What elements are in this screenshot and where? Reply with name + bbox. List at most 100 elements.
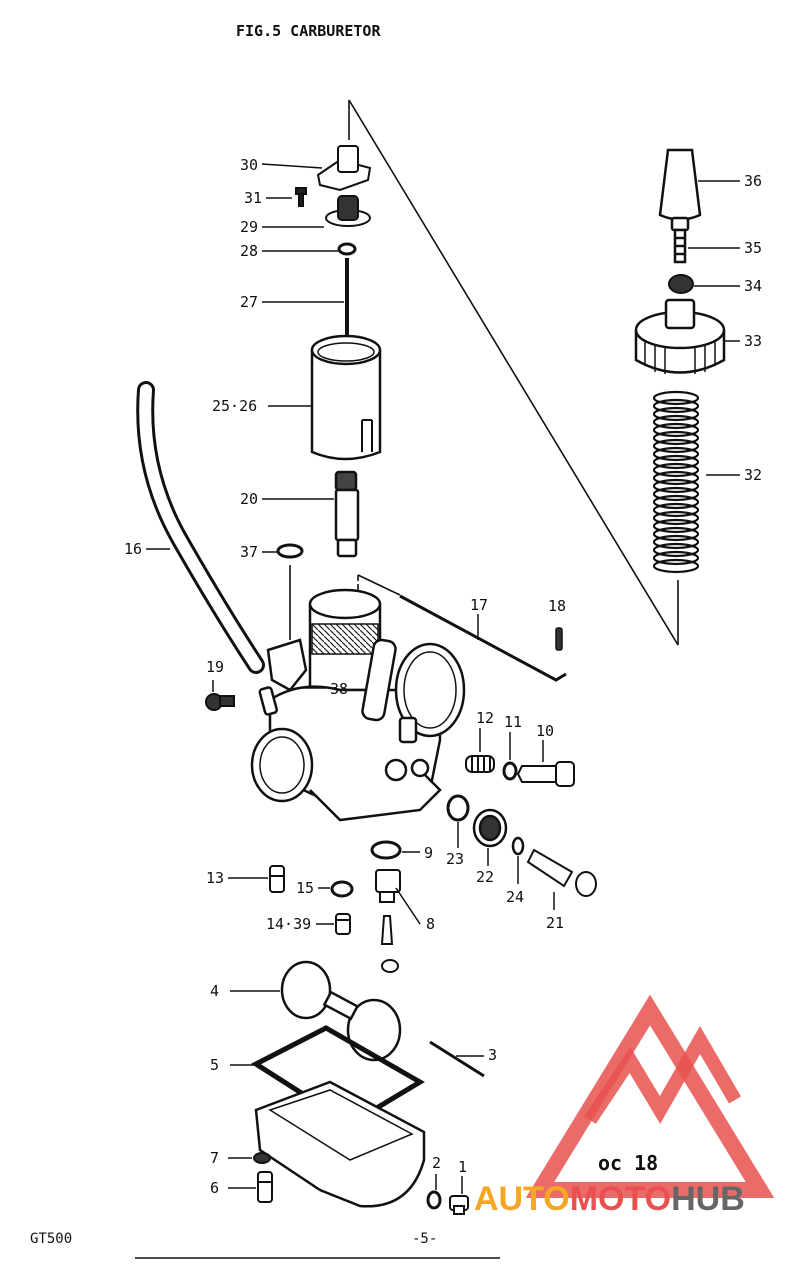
stamp-text: oc 18: [598, 1151, 658, 1175]
spring-coil: [652, 406, 700, 422]
callout-36: 36: [744, 172, 762, 190]
callout-2: 2: [432, 1154, 441, 1172]
callout-29: 29: [240, 218, 258, 236]
part-16-hose: [136, 381, 265, 674]
part-8-float-valve: [375, 869, 401, 973]
part-33-chamber-cap: [634, 298, 726, 374]
part-32-spring: [652, 390, 700, 574]
callout-18: 18: [548, 597, 566, 615]
spring-coil: [652, 478, 700, 494]
callout-33: 33: [744, 332, 762, 350]
callout-11: 11: [504, 713, 522, 731]
callout-35: 35: [744, 239, 762, 257]
part-7-washer: [253, 1152, 271, 1164]
callout-23: 23: [446, 850, 464, 868]
footer-page-number: -5-: [412, 1231, 437, 1247]
callout-28: 28: [240, 242, 258, 260]
callout-32: 32: [744, 466, 762, 484]
part-9-washer: [370, 840, 402, 860]
carburetor-body: [250, 588, 466, 822]
spring-coil: [652, 414, 700, 430]
callout-7: 7: [210, 1149, 219, 1167]
float-bowl: [254, 1080, 426, 1208]
callout-13: 13: [206, 869, 224, 887]
callout-8: 8: [426, 915, 435, 933]
spring-coil: [652, 502, 700, 518]
part-11-o-ring: [502, 761, 518, 781]
spring-coil: [652, 494, 700, 510]
spring-coil: [652, 486, 700, 502]
spring-coil: [652, 518, 700, 534]
spring-coil: [652, 422, 700, 438]
part-30-top-cap: [316, 145, 372, 192]
callout-5: 5: [210, 1056, 219, 1074]
callout-15: 15: [296, 879, 314, 897]
part-28-clip: [337, 242, 357, 256]
spring-coil: [652, 542, 700, 558]
part-15-washer: [330, 880, 354, 898]
callout-21: 21: [546, 914, 564, 932]
callout-16: 16: [124, 540, 142, 558]
part-31-screw: [295, 187, 307, 207]
part-13-fitting: [269, 865, 285, 893]
spring-coil: [652, 558, 700, 574]
part-19-screw: [205, 693, 235, 711]
callout-10: 10: [536, 722, 554, 740]
part-23-cap: [446, 794, 470, 822]
footer-model: GT500: [30, 1231, 72, 1247]
part-6-screw: [257, 1171, 273, 1203]
spring-coil: [652, 510, 700, 526]
part-36-rubber-cap: [658, 148, 702, 221]
part-18-pin: [555, 627, 563, 651]
part-29-adjuster: [325, 195, 371, 227]
spring-coil: [652, 438, 700, 454]
callout-1439: 14·39: [266, 915, 311, 933]
part-22-spring: [472, 808, 508, 848]
callout-27: 27: [240, 293, 258, 311]
part-17-rod: [399, 594, 567, 682]
watermark-auto: AUTO: [474, 1180, 570, 1218]
spring-coil: [652, 534, 700, 550]
callout-19: 19: [206, 658, 224, 676]
spring-coil: [652, 390, 700, 406]
callout-24: 24: [506, 888, 524, 906]
callout-4: 4: [210, 982, 219, 1000]
part-24-o-ring: [511, 836, 525, 856]
part-20-needle-jet: [334, 470, 360, 558]
part-10-idle-screw: [516, 761, 575, 787]
callout-1: 1: [458, 1158, 467, 1176]
spring-coil: [652, 430, 700, 446]
spring-coil: [652, 446, 700, 462]
callout-2526: 25·26: [212, 397, 257, 415]
spring-coil: [652, 526, 700, 542]
spring-coil: [652, 398, 700, 414]
part-1-drain-plug: [449, 1195, 469, 1215]
part-34-lock-nut: [668, 274, 694, 294]
leader-30: [261, 163, 323, 169]
part-2-washer: [426, 1190, 442, 1210]
callout-6: 6: [210, 1179, 219, 1197]
callout-30: 30: [240, 156, 258, 174]
part-4-floats: [280, 960, 402, 1062]
spring-coil: [652, 470, 700, 486]
spring-coil: [652, 454, 700, 470]
part-3-float-pin: [429, 1040, 485, 1078]
callout-38: 38: [330, 680, 348, 698]
spring-coil: [652, 550, 700, 566]
watermark-moto: MOTO: [570, 1180, 671, 1218]
callout-20: 20: [240, 490, 258, 508]
watermark-hub: HUB: [671, 1180, 745, 1218]
watermark-logo: oc 18 AUTOMOTOHUB: [474, 994, 775, 1218]
part-14-39-main-jet: [335, 913, 351, 935]
part-21-air-screw: [526, 848, 597, 897]
figure-title: FIG.5 CARBURETOR: [236, 22, 381, 40]
callout-22: 22: [476, 868, 494, 886]
callout-17: 17: [470, 596, 488, 614]
part-37-washer: [276, 543, 304, 559]
callout-31: 31: [244, 189, 262, 207]
part-35-cable-adjuster: [670, 216, 690, 264]
callout-37: 37: [240, 543, 258, 561]
